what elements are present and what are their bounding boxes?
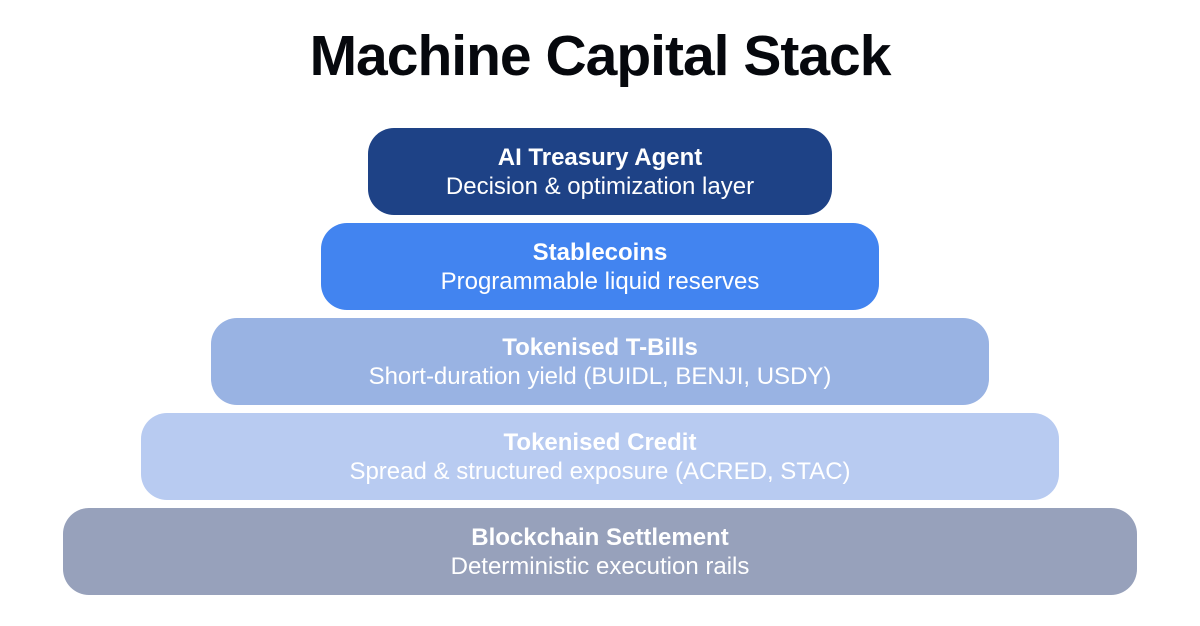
stack-layer-blockchain-settlement: Blockchain Settlement Deterministic exec… [63, 508, 1137, 595]
layer-title: Tokenised Credit [503, 428, 697, 456]
layer-subtitle: Decision & optimization layer [445, 172, 755, 200]
layer-title: AI Treasury Agent [497, 143, 703, 171]
layer-title: Stablecoins [532, 238, 668, 266]
layer-subtitle: Deterministic execution rails [450, 552, 750, 580]
page-title: Machine Capital Stack [309, 24, 892, 88]
stack-layer-stablecoins: Stablecoins Programmable liquid reserves [321, 223, 879, 310]
stack-layer-tokenised-credit: Tokenised Credit Spread & structured exp… [141, 413, 1059, 500]
capital-stack-pyramid: AI Treasury Agent Decision & optimizatio… [63, 128, 1137, 595]
layer-subtitle: Spread & structured exposure (ACRED, STA… [349, 457, 851, 485]
layer-subtitle: Short-duration yield (BUIDL, BENJI, USDY… [368, 362, 832, 390]
layer-title: Blockchain Settlement [471, 523, 729, 551]
layer-title: Tokenised T-Bills [502, 333, 698, 361]
layer-subtitle: Programmable liquid reserves [440, 267, 760, 295]
stack-layer-tokenised-t-bills: Tokenised T-Bills Short-duration yield (… [211, 318, 989, 405]
stack-layer-ai-treasury-agent: AI Treasury Agent Decision & optimizatio… [368, 128, 832, 215]
